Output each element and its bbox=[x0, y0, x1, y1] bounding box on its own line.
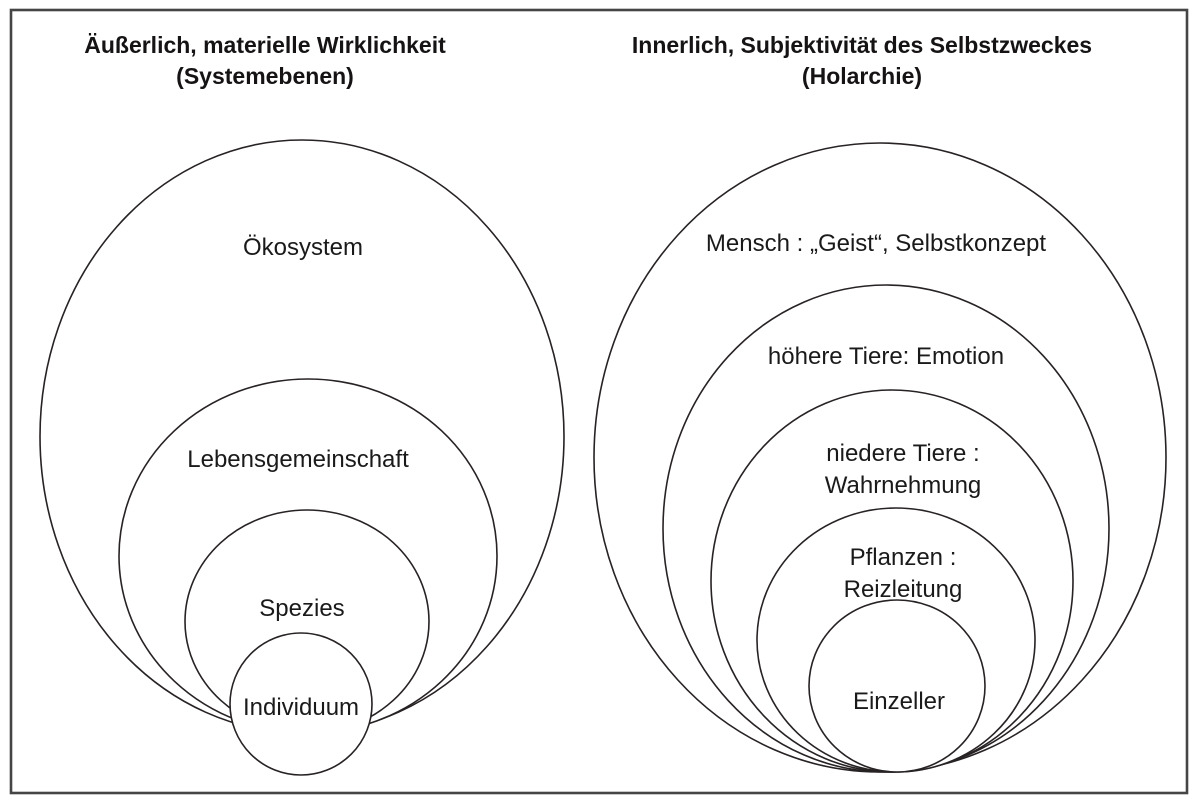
label-oekosystem: Ökosystem bbox=[243, 234, 363, 261]
right-title-line1: Innerlich, Subjektivität des Selbstzweck… bbox=[632, 32, 1092, 58]
label-einzeller: Einzeller bbox=[853, 688, 945, 715]
label-pflanzen-line2: Reizleitung bbox=[844, 576, 963, 603]
label-lebensgemeinschaft: Lebensgemeinschaft bbox=[187, 446, 409, 473]
label-spezies: Spezies bbox=[259, 595, 344, 622]
label-mensch: Mensch : „Geist“, Selbstkonzept bbox=[706, 230, 1046, 257]
right-nested-circles bbox=[593, 142, 1167, 773]
label-individuum: Individuum bbox=[243, 694, 359, 721]
label-niedere-tiere-line1: niedere Tiere : bbox=[826, 440, 979, 467]
left-title-line2: (Systemebenen) bbox=[176, 63, 354, 89]
left-title-line1: Äußerlich, materielle Wirklichkeit bbox=[84, 32, 446, 58]
circle-einzeller bbox=[808, 599, 986, 773]
label-pflanzen-line1: Pflanzen : bbox=[850, 544, 957, 571]
circle-individuum bbox=[229, 632, 373, 776]
label-niedere-tiere-line2: Wahrnehmung bbox=[825, 472, 982, 499]
left-nested-circles bbox=[39, 139, 565, 776]
label-hoehere-tiere: höhere Tiere: Emotion bbox=[768, 343, 1004, 370]
right-title-line2: (Holarchie) bbox=[802, 63, 922, 89]
